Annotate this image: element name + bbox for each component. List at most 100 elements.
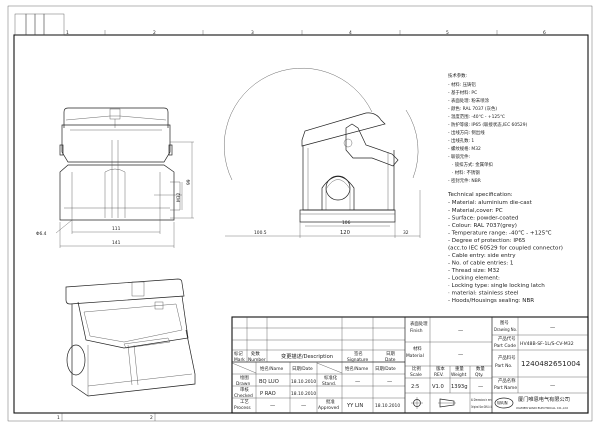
corner-label-boxes xyxy=(14,13,65,36)
qty-label-cn: 数量 xyxy=(476,365,485,372)
dim-front-height: 99 xyxy=(186,179,192,185)
projection-symbol-icon xyxy=(411,397,456,409)
spec-en-line: - Cable entry: side entry xyxy=(448,253,516,259)
date-label-cn: 日期 xyxy=(386,351,395,357)
spec-en-line: · Locking type: single locking latch xyxy=(448,283,545,289)
drawing-no-label-cn: 图号 xyxy=(500,320,509,326)
drawing-no-label: Drawing No. xyxy=(494,327,517,333)
process-label: Process xyxy=(234,405,251,411)
finish-value: — xyxy=(458,328,463,334)
finish-label: Finish xyxy=(410,328,423,334)
zone-label: 2 xyxy=(150,415,153,421)
name-header: 姓名/Name xyxy=(260,365,284,372)
number-label-cn: 处数 xyxy=(251,350,260,357)
part-name-value: — xyxy=(550,383,555,389)
spec-en-line: - Colour: RAL 7037(grey) xyxy=(448,223,517,229)
qty-label: Qty. xyxy=(475,372,484,378)
spec-en-title: Technical specification: xyxy=(447,192,513,198)
spec-cn-line: · 锁扣方式: 金属单扣 xyxy=(452,161,493,168)
dims-note: All Dimensions in mm xyxy=(471,398,492,402)
spec-en-line: - Material,cover: PC xyxy=(448,208,503,214)
spec-en-line: - Material: aluminium die-cast xyxy=(448,200,533,206)
scale-value: 2:5 xyxy=(411,384,419,390)
signature-label-cn: 签名 xyxy=(354,350,363,357)
company-name-en: XIAMEN WAIN ELECTRICAL CO.,Ltd xyxy=(516,406,568,410)
number-label: Number xyxy=(248,357,266,363)
spec-en-line: - Hoods/Housings sealing: NBR xyxy=(448,298,534,304)
rev-label: REV. xyxy=(434,372,444,378)
spec-cn-line: - 颜色: RAL 7037 (灰色) xyxy=(448,105,497,112)
part-no-label: Part No. xyxy=(495,363,512,369)
front-dimensions: 141 111 99 M32 Φ6.4 xyxy=(36,141,194,248)
name-header: 姓名/Name xyxy=(345,365,369,372)
drawn-name: BQ LUO xyxy=(259,379,279,385)
checked-label: Checked xyxy=(234,393,253,399)
zone-label: 5 xyxy=(446,30,449,36)
material-value: — xyxy=(458,352,463,358)
weight-value: 1393g xyxy=(451,384,468,390)
mark-label-cn: 标记 xyxy=(234,350,243,357)
dim-side-base-width: 120 xyxy=(340,230,350,236)
rev-label-cn: 版本 xyxy=(436,365,445,372)
material-label-cn: 材料 xyxy=(413,345,422,352)
dim-hole-dia: Φ6.4 xyxy=(36,231,47,237)
drawn-date: 18.10.2010 xyxy=(291,379,316,385)
dim-front-hole-spacing: 111 xyxy=(112,226,121,232)
spec-cn-line: - 材料: 压铸铝 xyxy=(448,81,476,88)
front-view xyxy=(59,107,181,221)
rev-value: V1.0 xyxy=(432,384,444,390)
process-date: — xyxy=(301,403,306,409)
stand-label-cn: 标准化 xyxy=(324,374,338,381)
approved-label: Approved xyxy=(318,405,339,411)
stand-label: Stand. xyxy=(322,381,336,387)
date-header: 日期/Date xyxy=(375,366,396,372)
spec-cn-line: - 温度范围: -40℃ - +125℃ xyxy=(448,113,505,120)
spec-cn-line: - 螺纹规格: M32 xyxy=(448,145,481,152)
checked-label-cn: 审核 xyxy=(240,386,249,393)
spec-en-line: - Temperature range: -40℃ - +125℃ xyxy=(448,230,552,237)
title-block: 标记 Mark 处数 Number 变更描述/Description 签名 Si… xyxy=(231,316,589,414)
part-code-label: Part Code xyxy=(494,343,516,349)
logo-text: WAIN xyxy=(497,401,508,406)
part-code-value: HV48B-SF-1L/S-CV-M32 xyxy=(520,341,574,347)
date-label: Date xyxy=(385,357,396,363)
isometric-view xyxy=(65,278,196,397)
spec-en-line: (acc.to IEC 60529 for coupled connector) xyxy=(448,246,563,252)
spec-cn-line: - 基于材料: PC xyxy=(448,89,477,96)
company-logo: WAIN xyxy=(494,397,514,409)
size-note: Original Size DIN A 4 xyxy=(471,405,492,409)
part-code-label-cn: 产品代号 xyxy=(498,335,516,342)
date-header: 日期/Date xyxy=(292,366,313,372)
part-name-label: Part Name xyxy=(494,385,517,391)
part-no-value: 1240482651004 xyxy=(521,359,581,368)
spec-cn-line: - 防护等级: IP65 (联接状态,IEC 60529) xyxy=(448,121,528,128)
part-name-label-cn: 产品名称 xyxy=(498,377,516,384)
spec-en-line: - Locking element: xyxy=(448,276,500,282)
spec-en-line: - No. of cable entries: 1 xyxy=(448,261,514,267)
dim-side-left: 100.5 xyxy=(254,230,267,236)
dim-front-width: 141 xyxy=(112,240,121,246)
checked-name: P RAO xyxy=(260,391,276,397)
scale-label: Scale xyxy=(410,372,422,378)
spec-en: Technical specification: - Material: alu… xyxy=(447,192,563,304)
spec-en-line: - Thread size: M32 xyxy=(448,268,500,274)
weight-label: Weight xyxy=(451,372,467,378)
spec-cn-line: - 密封元件: NBR xyxy=(448,177,481,184)
approved-date: 18.10.2010 xyxy=(375,403,400,409)
mark-label: Mark xyxy=(234,357,245,363)
scale-label-cn: 比例 xyxy=(412,365,421,372)
zone-label: 3 xyxy=(251,30,254,36)
spec-cn: 技术参数: - 材料: 压铸铝 - 基于材料: PC - 表面处理: 粉末喷涂 … xyxy=(448,72,528,184)
spec-cn-line: - 联锁元件: xyxy=(448,153,470,160)
zone-label: 2 xyxy=(153,30,156,36)
spec-en-line: · material: stainless steel xyxy=(448,291,519,297)
zone-label: 4 xyxy=(349,30,352,36)
side-view xyxy=(223,67,419,223)
spec-en-line: - Surface: powder-coated xyxy=(448,216,519,222)
spec-cn-line: · 材料: 不锈钢 xyxy=(452,169,480,176)
drawn-label-cn: 绘图 xyxy=(240,374,249,381)
stand-date: — xyxy=(387,379,392,385)
approved-label-cn: 批准 xyxy=(326,398,335,405)
